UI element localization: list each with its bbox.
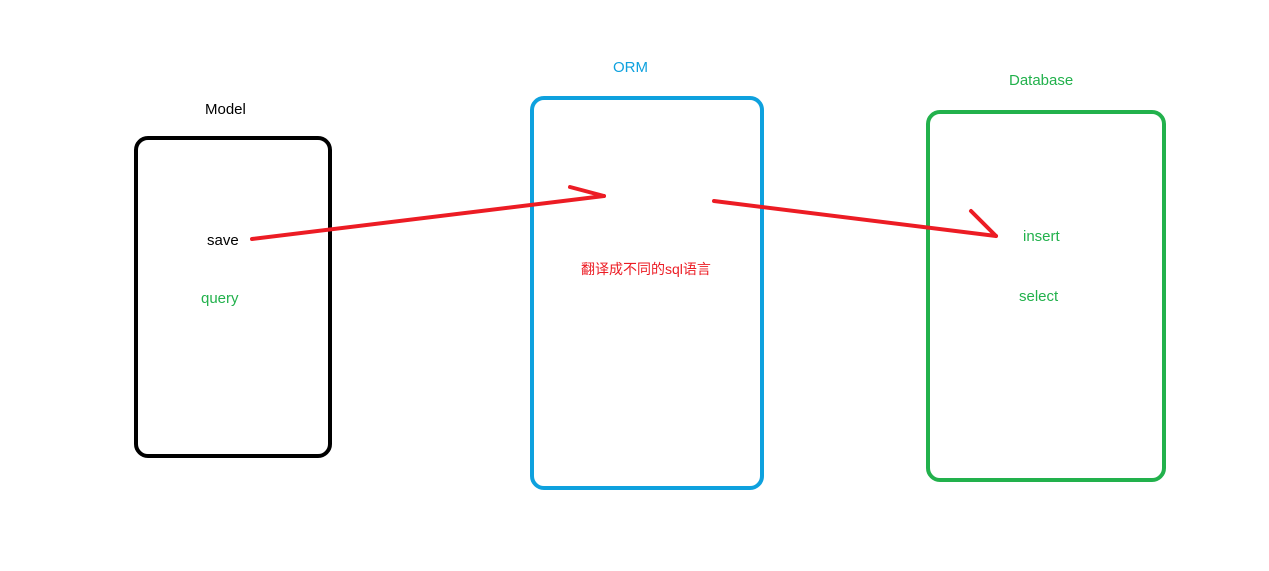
model-box <box>134 136 332 458</box>
database-item-insert: insert <box>1023 228 1060 245</box>
model-item-save: save <box>207 232 239 249</box>
arrow-model-to-orm-shaft <box>250 194 606 241</box>
arrow-orm-to-database <box>712 199 998 238</box>
orm-note: 翻译成不同的sql语言 <box>581 261 711 277</box>
database-item-select: select <box>1019 288 1059 305</box>
database-title: Database <box>1009 72 1074 89</box>
model-item-query: query <box>201 290 239 307</box>
arrow-orm-to-database-head <box>969 209 998 238</box>
arrow-orm-to-database-shaft <box>712 199 998 238</box>
orm-title: ORM <box>613 59 648 76</box>
database-box <box>926 110 1166 482</box>
model-title: Model <box>205 101 246 118</box>
orm-box <box>530 96 764 490</box>
arrow-model-to-orm <box>250 185 606 241</box>
arrow-model-to-orm-head <box>568 185 606 198</box>
